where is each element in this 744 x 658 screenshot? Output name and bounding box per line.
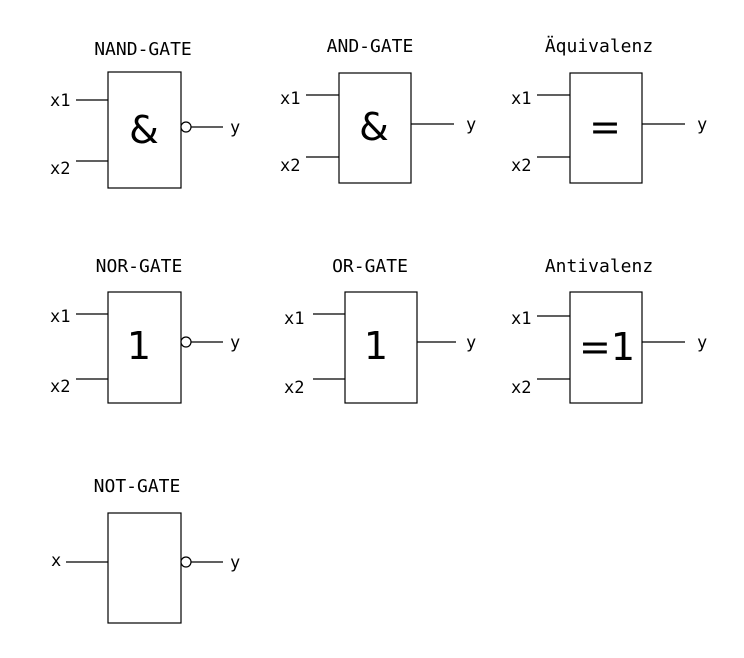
gate-nor: NOR-GATE 1 x1 x2 y [50,256,240,404]
gate-symbol: & [129,108,159,152]
gate-title: NOT-GATE [94,476,181,497]
input-label: x1 [284,309,304,329]
input-label: x2 [50,159,70,179]
gate-box [569,72,643,184]
gate-box [338,72,412,184]
input-label: x [51,551,61,571]
input-label: x1 [50,91,70,111]
input-label: x1 [50,307,70,327]
input-label: x1 [511,309,531,329]
gate-title: NAND-GATE [94,39,192,60]
input-label: x2 [511,378,531,398]
output-label: y [466,333,476,353]
gate-title: OR-GATE [332,256,408,277]
gate-symbol: =1 [579,325,635,369]
gate-title: Antivalenz [545,256,653,277]
gate-box [107,512,182,624]
gate-or: OR-GATE 1 x1 x2 y [284,256,476,404]
gate-box [107,71,182,189]
gate-box [344,291,418,404]
gate-antivalenz: Antivalenz =1 x1 x2 y [511,256,707,404]
gate-title: NOR-GATE [96,256,183,277]
gate-symbol: = [589,105,621,149]
output-label: y [697,333,707,353]
gate-title: Äquivalenz [545,36,653,57]
input-label: x2 [50,377,70,397]
input-label: x1 [511,89,531,109]
output-label: y [697,115,707,135]
inversion-bubble [180,336,192,348]
input-label: x2 [284,378,304,398]
gate-symbol: 1 [127,324,151,368]
gate-symbol: & [359,105,389,149]
gate-title: AND-GATE [327,36,414,57]
gate-not: NOT-GATE x y [51,476,240,624]
output-label: y [230,333,240,353]
gate-nand: NAND-GATE & x1 x2 y [50,39,240,189]
input-label: x2 [280,156,300,176]
output-label: y [466,115,476,135]
gate-box [569,291,643,404]
gate-and: AND-GATE & x1 x2 y [280,36,476,184]
inversion-bubble [180,556,192,568]
output-label: y [230,118,240,138]
gate-symbol: 1 [364,324,388,368]
gate-aequivalenz: Äquivalenz = x1 x2 y [511,36,707,184]
input-label: x1 [280,89,300,109]
output-label: y [230,553,240,573]
gate-box [107,291,182,404]
inversion-bubble [180,121,192,133]
input-label: x2 [511,156,531,176]
